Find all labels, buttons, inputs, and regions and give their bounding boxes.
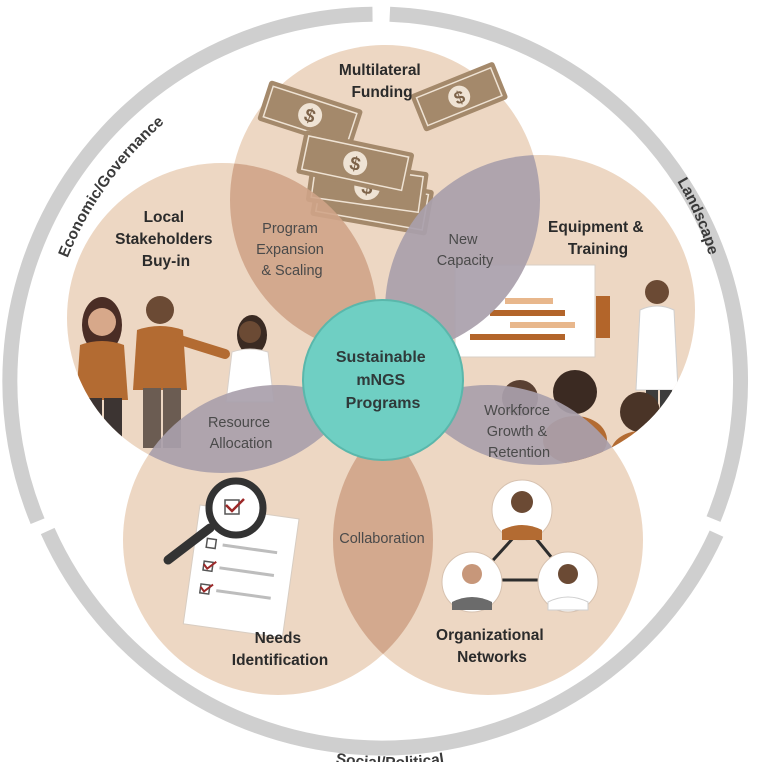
label-collaboration: Collaboration: [339, 531, 424, 547]
label-multilateral-funding: Multilateral Funding: [339, 62, 425, 101]
illustration-checklist: [163, 477, 300, 639]
svg-text:$: $: [348, 153, 363, 176]
illustration-network: [441, 479, 599, 613]
label-equipment-training: Equipment & Training: [548, 219, 648, 258]
ring-segment-landscape: [389, 6, 749, 522]
ring-segment-economic: [2, 6, 373, 525]
center-circle: [302, 299, 464, 461]
label-organizational-networks: Organizational Networks: [436, 627, 548, 666]
label-center: Sustainable mNGS Programs: [336, 349, 430, 412]
label-workforce-growth: Workforce Growth & Retention: [484, 403, 554, 461]
outer-ring: [2, 6, 749, 756]
overlap-program-expansion: [230, 163, 377, 355]
overlap-collaboration: [333, 385, 433, 695]
overlap-new-capacity: [385, 155, 540, 355]
label-resource-allocation: Resource Allocation: [208, 415, 274, 452]
label-new-capacity: New Capacity: [437, 232, 494, 269]
ring-segment-social: [40, 527, 724, 756]
ring-label-social: Social/Political: [335, 751, 445, 762]
label-needs-identification: Needs Identification: [232, 630, 328, 669]
label-program-expansion: Program Expansion & Scaling: [256, 221, 328, 279]
label-local-stakeholders: Local Stakeholders Buy-in: [115, 209, 217, 270]
